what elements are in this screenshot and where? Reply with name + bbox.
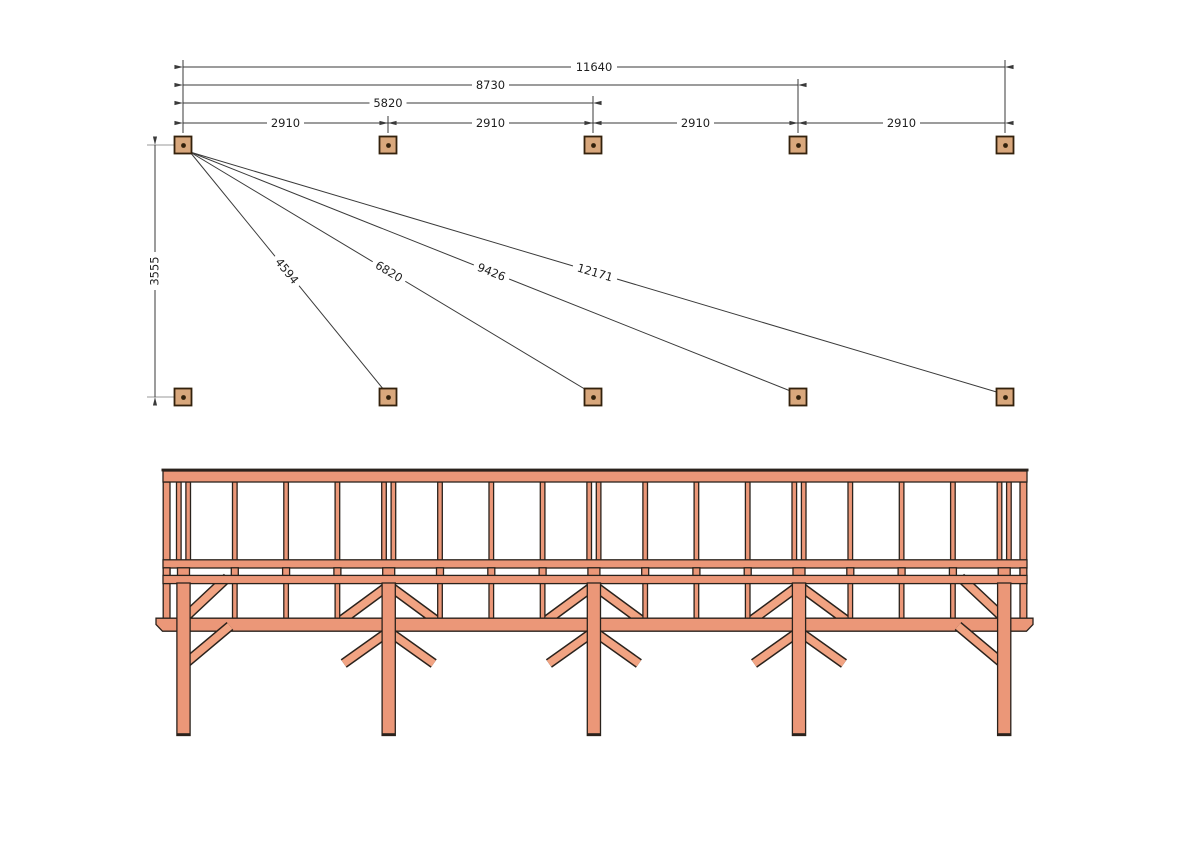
cap-rail: [161, 468, 1029, 483]
plan-view: 11640 8730 5820 2910 2910 2910 2910: [147, 60, 1015, 407]
post-marker: [378, 135, 398, 155]
dim-diagonal-2-label: 6820: [373, 258, 405, 285]
main-post: [996, 582, 1012, 737]
dim-row-three-bay: 8730: [174, 78, 807, 92]
post-marker: [173, 135, 193, 155]
post-marker: [583, 135, 603, 155]
dim-bay-3-label: 2910: [681, 116, 710, 130]
post-marker: [583, 387, 603, 407]
main-posts: [176, 582, 1012, 737]
dim-bay-2-label: 2910: [476, 116, 505, 130]
dim-depth: 3555: [148, 136, 162, 406]
elevation-view: [155, 468, 1034, 737]
dim-total-label: 11640: [576, 60, 613, 74]
dim-diagonal-3-label: 9426: [475, 260, 507, 284]
dim-bay-1-label: 2910: [271, 116, 300, 130]
dim-two-bay-label: 5820: [373, 96, 402, 110]
dim-three-bay-label: 8730: [476, 78, 505, 92]
post-marker: [378, 387, 398, 407]
extension-lines: [147, 60, 1006, 398]
knee-braces-lower: [183, 622, 1005, 668]
dim-diagonals: 4594 6820 9426 12171: [181, 144, 1009, 398]
main-post: [381, 582, 396, 737]
main-post: [176, 582, 191, 737]
main-post: [586, 582, 602, 737]
dim-row-two-bay: 5820: [174, 96, 602, 110]
post-marker: [788, 135, 808, 155]
plan-posts-top-row: [173, 135, 1015, 155]
dim-row-bays: 2910 2910 2910 2910: [174, 116, 1014, 130]
dim-diagonal-4-label: 12171: [575, 261, 614, 285]
balusters-upper: [231, 481, 956, 562]
post-marker: [173, 387, 193, 407]
baluster-pairs-at-posts: [175, 481, 1012, 562]
post-marker: [788, 387, 808, 407]
dim-depth-label: 3555: [148, 256, 162, 285]
dim-bay-4-label: 2910: [887, 116, 916, 130]
plan-posts-bottom-row: [173, 387, 1015, 407]
joist-blocks: [162, 567, 1028, 577]
post-marker: [995, 387, 1015, 407]
upper-rim-rail: [162, 559, 1028, 569]
post-marker: [995, 135, 1015, 155]
main-post: [791, 582, 807, 737]
dim-row-total: 11640: [174, 60, 1014, 74]
